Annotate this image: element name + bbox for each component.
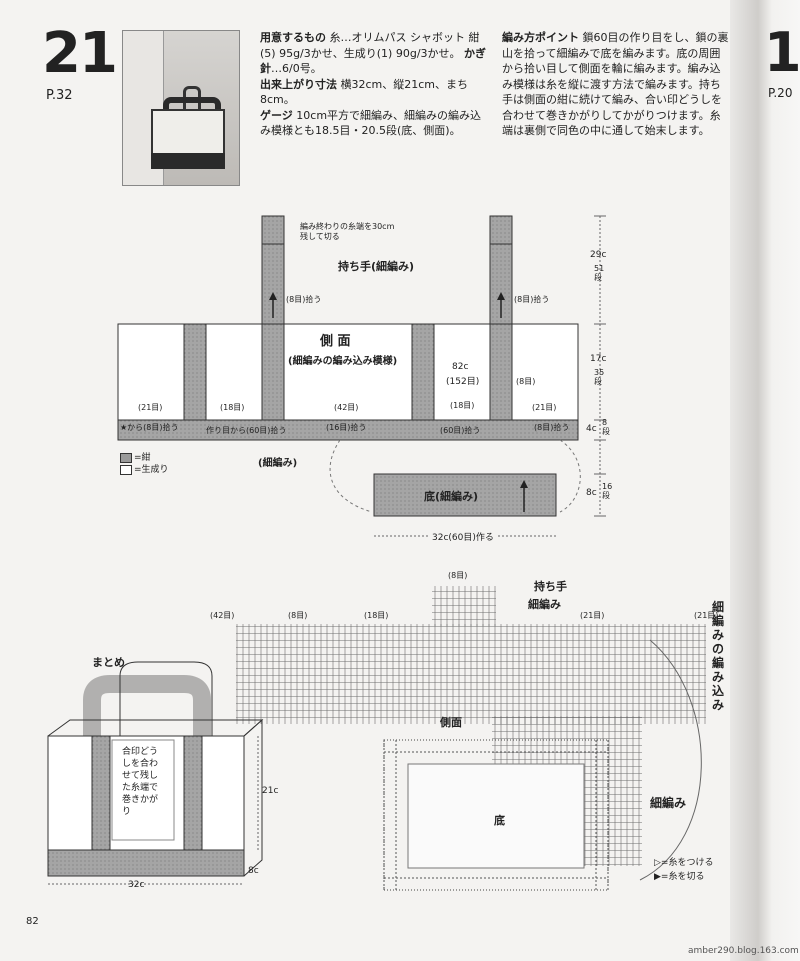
stripe-1: [183, 323, 207, 421]
finish-32c: 32c: [128, 880, 145, 890]
materials-body: 糸…オリムパス シャボット 紺(5) 95g/3かせ、生成り(1) 90g/3か…: [260, 31, 480, 60]
gauge-label: ゲージ: [260, 108, 293, 122]
st18b: (18目): [450, 401, 475, 410]
next-page-ref: P.20: [768, 86, 793, 100]
side-sub: (細編みの編み込み模様): [288, 356, 398, 367]
dim-35: 35段: [594, 368, 605, 386]
handle-label: 持ち手(細編み): [338, 260, 415, 273]
stripe-3: [411, 323, 435, 421]
site-watermark: amber290.blog.163.com: [688, 946, 799, 956]
dim-17c: 17c: [590, 354, 607, 364]
dim-8c: 8c: [586, 488, 597, 498]
bottom-panel: [373, 473, 557, 517]
chart-st42: (42目): [210, 611, 235, 620]
handle-chart-grid: [432, 586, 496, 626]
stripe-2: [261, 323, 285, 421]
dim-29c: 29c: [590, 250, 607, 260]
side-label: 側 面: [320, 334, 351, 349]
side-chart-grid: [236, 624, 706, 724]
note-cut: 編み終わりの糸端を30cm残して切る: [300, 222, 395, 241]
st42: (42目): [334, 403, 359, 412]
chart-sc-bottom: 細編み: [650, 796, 687, 810]
handle-left: [261, 215, 285, 325]
chart-st21: (21目): [580, 611, 605, 620]
legend-cut: =糸を切る: [660, 872, 705, 882]
mark-legend: ▷=糸をつける ▶=糸を切る: [654, 858, 714, 882]
finish-21c: 21c: [262, 786, 279, 796]
pick60-from: 作り目から(60目)拾う: [206, 426, 287, 435]
pick60: (60目)拾う: [440, 426, 481, 435]
bottom-chart-outline: [383, 739, 609, 891]
size-body: 横32cm、縦21cm、まち8cm。: [260, 77, 469, 107]
chart-st18: (18目): [364, 611, 389, 620]
pick8-left: (8目)拾う: [286, 295, 322, 304]
handle-right: [489, 215, 513, 325]
bag-band-shape: [151, 153, 225, 169]
st21b: (21目): [532, 403, 557, 412]
legend-attach: =糸をつける: [660, 858, 714, 868]
chart-st8: (8目): [288, 611, 308, 620]
points-label: 編み方ポイント: [502, 31, 579, 44]
dim-4c: 4c: [586, 424, 597, 434]
bottom-width: 32c(60目)作る: [430, 530, 496, 543]
pattern-number: 21: [42, 21, 118, 86]
chart-handle: 持ち手: [534, 580, 567, 593]
next-pattern-number: 1: [764, 21, 800, 84]
side-sc-band: [117, 419, 579, 441]
circum-sts: (152目): [446, 377, 480, 387]
hook-body: …6/0号。: [271, 62, 322, 75]
chart-bottom: 底: [494, 814, 505, 827]
materials-label: 用意するもの: [260, 31, 326, 44]
points-body: 鎖60目の作り目をし、鎖の裏山を拾って細編みで底を編みます。底の周囲から拾い目し…: [502, 31, 729, 137]
dim-16: 16段: [602, 482, 613, 500]
chart-side: 側面: [440, 716, 462, 729]
bottom-chart-center: [407, 763, 585, 869]
size-label: 出来上がり寸法: [260, 77, 337, 91]
materials-block: 用意するもの 糸…オリムパス シャボット 紺(5) 95g/3かせ、生成り(1)…: [260, 30, 492, 139]
page-gutter: [730, 0, 800, 961]
st18a: (18目): [220, 403, 245, 412]
finish-title: まとめ: [92, 656, 125, 669]
st8top: (8目): [516, 377, 536, 386]
photo-page-ref: P.32: [46, 88, 73, 103]
dim-8rows: 8段: [602, 418, 610, 436]
chart-st21b: (21目): [694, 611, 719, 620]
pick8-edge: (8目)拾う: [534, 423, 570, 432]
stripe-4: [489, 323, 513, 421]
from-star: ★から(8目)拾う: [120, 423, 179, 432]
bag-photo: [122, 30, 240, 186]
swatch-light: [120, 464, 132, 475]
st21a: (21目): [138, 403, 163, 412]
swatch-dark: [120, 452, 132, 463]
hook-label: かぎ針: [260, 46, 487, 76]
gauge-body: 10cm平方で細編み、細編みの編み込み模様とも18.5目・20.5段(底、側面)…: [260, 108, 482, 138]
color-legend: =紺 =生成り: [120, 452, 169, 476]
dim-51: 51段: [594, 264, 605, 282]
chart-handle-sub: 細編み: [528, 598, 561, 611]
legend-dark: =紺: [134, 453, 151, 463]
finish-8c: 8c: [248, 866, 259, 876]
page-number: 82: [26, 916, 39, 927]
finish-note: 合印どうしを合わせて残した糸端で巻きかがり: [122, 747, 159, 817]
chart-top8: (8目): [448, 571, 468, 580]
pick16: (16目)拾う: [326, 423, 367, 432]
points-block: 編み方ポイント 鎖60目の作り目をし、鎖の裏山を拾って細編みで底を編みます。底の…: [502, 30, 730, 139]
pick8-right: (8目)拾う: [514, 295, 550, 304]
legend-light: =生成り: [134, 465, 169, 475]
bottom-label: 底(細編み): [424, 490, 479, 503]
sc-label: (細編み): [258, 458, 298, 469]
circum: 82c: [452, 362, 469, 372]
chart-sc-side: 細編みの編み込み: [712, 600, 725, 712]
